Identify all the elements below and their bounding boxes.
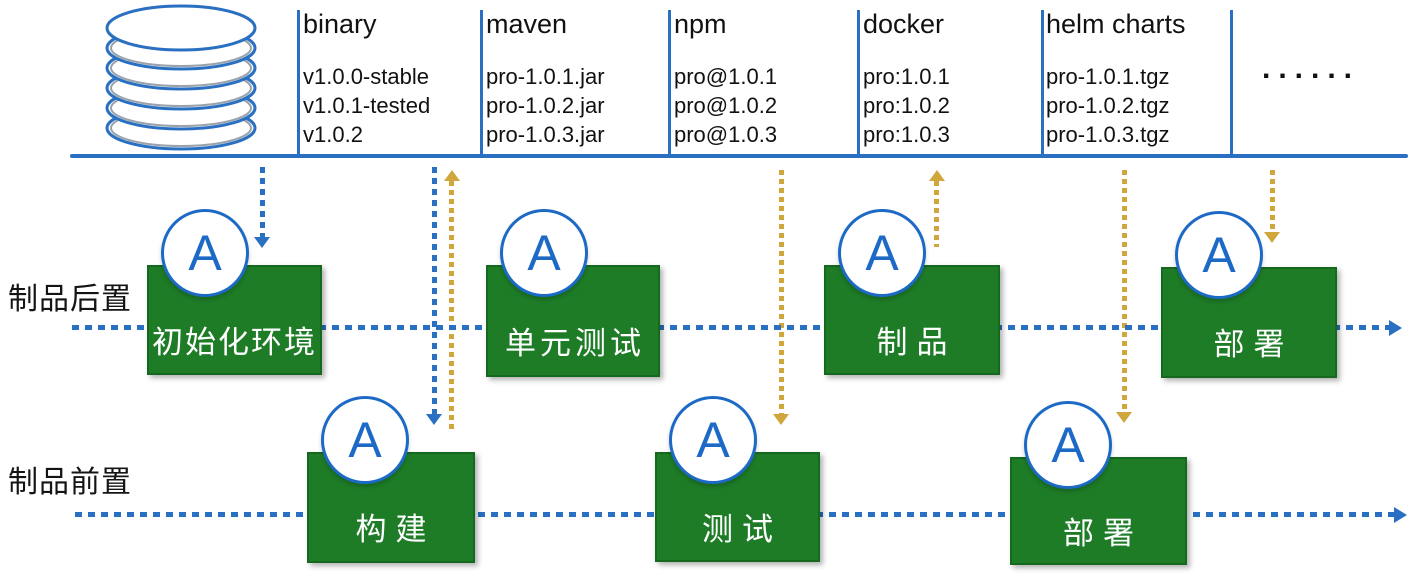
- arrow-head-right-icon: [1389, 320, 1402, 336]
- repo-item: v1.0.0-stable: [303, 64, 429, 89]
- repo-item: pro@1.0.1: [674, 64, 778, 89]
- stage-test: A 测试: [655, 396, 820, 562]
- repo-column-helm-charts: helm charts pro-1.0.1.tgz pro-1.0.2.tgz …: [1046, 8, 1186, 147]
- stage-label: 部署: [1063, 515, 1143, 551]
- arrow-head-down-icon: [1116, 412, 1132, 423]
- repo-name: helm charts: [1046, 9, 1186, 39]
- repo-item: v1.0.1-tested: [303, 93, 431, 118]
- pipeline-flow-line-post: [72, 325, 1390, 330]
- artifact-repository-icon: [105, 4, 257, 151]
- stage-label: 构建: [355, 512, 436, 547]
- repo-name: npm: [674, 9, 727, 39]
- stage-badge: A: [321, 396, 409, 484]
- repo-item: pro-1.0.3.tgz: [1046, 122, 1170, 147]
- pipeline-label-post: 制品后置: [8, 283, 132, 316]
- stage-label: 单元测试: [505, 325, 645, 361]
- stage-label: 初始化环境: [152, 324, 317, 360]
- arrow-pull-to-test: [779, 170, 784, 414]
- repo-baseline: [70, 154, 1408, 158]
- stage-build: A 构建: [307, 396, 475, 563]
- arrow-push-from-build: [449, 181, 454, 432]
- stage-badge: A: [669, 396, 757, 484]
- stage-badge: A: [1175, 211, 1263, 299]
- pipeline-label-pre: 制品前置: [8, 466, 132, 499]
- stage-label: 制品: [876, 324, 957, 360]
- arrow-head-down-icon: [1264, 232, 1280, 243]
- repo-item: pro:1.0.2: [863, 93, 950, 118]
- stage-label: 部署: [1213, 327, 1294, 362]
- repo-column-divider: [480, 10, 483, 155]
- repo-column-divider: [668, 10, 671, 155]
- repo-column-npm: npm pro@1.0.1 pro@1.0.2 pro@1.0.3: [674, 8, 777, 147]
- stage-deploy-post: A 部署: [1161, 211, 1337, 378]
- arrow-pull-to-deploy-post: [1270, 170, 1275, 232]
- repo-name: maven: [486, 9, 568, 39]
- arrow-head-up-icon: [929, 170, 945, 181]
- repo-column-binary: binary v1.0.0-stable v1.0.1-tested v1.0.…: [303, 8, 430, 147]
- repo-column-divider: [857, 10, 860, 155]
- stage-deploy-pre: A 部署: [1010, 401, 1187, 565]
- repo-column-divider: [1041, 10, 1044, 155]
- repo-item: v1.0.2: [303, 122, 363, 147]
- arrow-head-down-icon: [773, 414, 789, 425]
- stage-badge: A: [838, 209, 926, 297]
- stage-badge: A: [161, 209, 249, 297]
- repo-item: pro-1.0.1.tgz: [1046, 64, 1170, 89]
- repo-column-more: ......: [1262, 52, 1361, 85]
- repo-item: pro@1.0.2: [674, 93, 778, 118]
- arrow-head-right-icon: [1394, 507, 1407, 523]
- arrow-pull-to-init-env: [260, 167, 265, 237]
- stage-unit-test: A 单元测试: [486, 209, 660, 377]
- stage-init-env: A 初始化环境: [147, 209, 322, 375]
- arrow-pull-to-build: [432, 167, 437, 414]
- repo-item: pro-1.0.1.jar: [486, 64, 605, 89]
- repo-name: docker: [863, 9, 945, 39]
- arrow-pull-to-deploy-pre: [1122, 170, 1127, 412]
- arrow-head-down-icon: [254, 237, 270, 248]
- arrow-push-from-artifact: [934, 181, 939, 247]
- stage-badge: A: [500, 209, 588, 297]
- repo-column-maven: maven pro-1.0.1.jar pro-1.0.2.jar pro-1.…: [486, 8, 605, 147]
- repo-item: pro-1.0.2.tgz: [1046, 93, 1170, 118]
- stage-badge: A: [1024, 401, 1112, 489]
- stage-artifact: A 制品: [824, 209, 1000, 375]
- stage-label: 测试: [702, 511, 782, 547]
- repo-column-docker: docker pro:1.0.1 pro:1.0.2 pro:1.0.3: [863, 8, 950, 147]
- repo-item: pro:1.0.1: [863, 64, 950, 89]
- repo-item: pro@1.0.3: [674, 122, 778, 147]
- repo-name: binary: [303, 9, 377, 39]
- repo-item: pro-1.0.3.jar: [486, 122, 605, 147]
- repo-column-divider: [297, 10, 300, 155]
- arrow-head-up-icon: [444, 170, 460, 181]
- repo-item: pro:1.0.3: [863, 122, 950, 147]
- repo-item: pro-1.0.2.jar: [486, 93, 605, 118]
- repo-column-divider: [1230, 10, 1233, 155]
- arrow-head-down-icon: [426, 414, 442, 425]
